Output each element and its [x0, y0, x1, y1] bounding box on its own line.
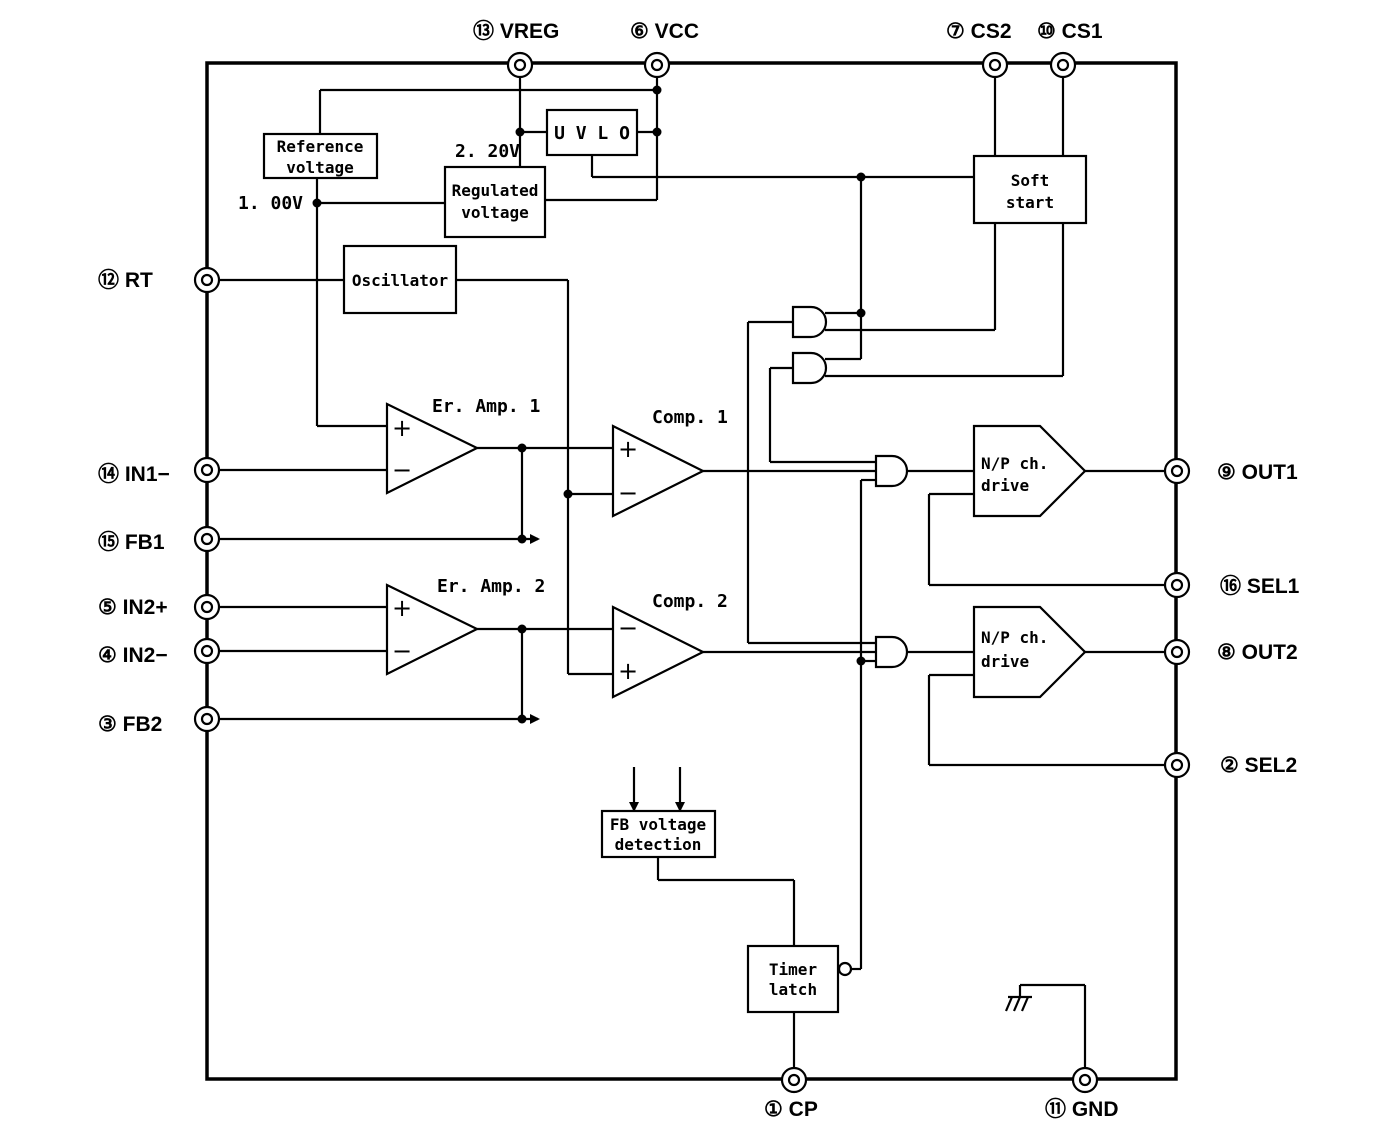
- driver-2-label-2: drive: [981, 652, 1029, 671]
- timer-latch-label-2: latch: [769, 980, 817, 999]
- pin-out2: [1163, 638, 1191, 666]
- pin-sel2: [1163, 751, 1191, 779]
- comp-2-symbol: [611, 605, 706, 699]
- regulated-voltage-label-1: Regulated: [452, 181, 539, 200]
- comp-1-minus: −: [618, 479, 638, 507]
- pin-terminals: [193, 51, 1191, 1094]
- pin-label-vreg: ⑬ VREG: [473, 19, 559, 43]
- and-gate-out2: [874, 635, 909, 669]
- driver-2-label-1: N/P ch.: [981, 628, 1048, 647]
- reference-voltage-block: [262, 132, 379, 180]
- pin-gnd: [1071, 1066, 1099, 1094]
- oscillator-block: [342, 244, 458, 315]
- pin-label-fb2: ③ FB2: [98, 713, 162, 736]
- comp-1-symbol: [611, 424, 706, 518]
- driver-2-symbol: [972, 605, 1087, 699]
- pin-label-in2-plus: ⑤ IN2+: [98, 596, 168, 619]
- driver-1-label-1: N/P ch.: [981, 454, 1048, 473]
- pin-in2-plus: [193, 593, 221, 621]
- regulated-voltage-label-2: voltage: [461, 203, 528, 222]
- comp-2-label: Comp. 2: [652, 591, 728, 612]
- comp-2-minus: −: [618, 614, 638, 642]
- pin-in1-minus: [193, 456, 221, 484]
- wires: [219, 78, 1164, 1067]
- fb-voltage-detection-block: [600, 809, 717, 859]
- pin-label-in1-minus: ⑭ IN1−: [98, 462, 170, 486]
- comp-2-plus: +: [618, 657, 638, 685]
- soft-start-label-2: start: [1006, 193, 1054, 212]
- and-gate-cs2: [791, 305, 828, 339]
- pin-label-in2-minus: ④ IN2−: [98, 644, 168, 667]
- pin-label-rt: ⑫ RT: [98, 268, 153, 292]
- timer-latch-block: [746, 944, 840, 1014]
- pin-label-fb1: ⑮ FB1: [98, 530, 165, 554]
- uvlo-block: [545, 108, 639, 157]
- reference-voltage-label-2: voltage: [286, 158, 353, 177]
- junction-dots: [312, 85, 866, 724]
- er-amp-2-plus: +: [392, 594, 412, 622]
- soft-start-label-1: Soft: [1011, 171, 1050, 190]
- er-amp-2-symbol: [385, 583, 480, 676]
- timer-latch-inverter-bubble: [837, 961, 853, 977]
- pin-label-out1: ⑨ OUT1: [1217, 461, 1298, 484]
- er-amp-2-minus: −: [392, 637, 412, 665]
- er-amp-1-minus: −: [392, 456, 412, 484]
- fb-detect-label-2: detection: [615, 835, 702, 854]
- driver-1-symbol: [972, 424, 1087, 518]
- voltage-label-2v20: 2. 20V: [455, 141, 520, 162]
- pin-in2-minus: [193, 637, 221, 665]
- comp-1-plus: +: [618, 435, 638, 463]
- oscillator-label: Oscillator: [352, 271, 448, 290]
- comp-1-label: Comp. 1: [652, 407, 728, 428]
- pin-label-vcc: ⑥ VCC: [630, 20, 699, 43]
- pin-fb2: [193, 705, 221, 733]
- pin-label-gnd: ⑪ GND: [1045, 1097, 1119, 1121]
- pin-rt: [193, 266, 221, 294]
- pin-label-out2: ⑧ OUT2: [1217, 641, 1298, 664]
- uvlo-label: U V L O: [554, 123, 630, 144]
- pin-label-cp: ① CP: [764, 1098, 818, 1121]
- pin-label-cs1: ⑩ CS1: [1037, 20, 1103, 43]
- ic-outline: [205, 61, 1178, 1081]
- and-gate-out1: [874, 454, 909, 488]
- voltage-label-1v00: 1. 00V: [238, 193, 303, 214]
- er-amp-1-label: Er. Amp. 1: [432, 396, 540, 417]
- fb-detect-label-1: FB voltage: [610, 815, 706, 834]
- and-gate-cs1: [791, 351, 828, 385]
- reference-voltage-label-1: Reference: [277, 137, 364, 156]
- pin-cs1: [1049, 51, 1077, 79]
- regulated-voltage-block: [443, 165, 547, 239]
- driver-1-label-2: drive: [981, 476, 1029, 495]
- timer-latch-label-1: Timer: [769, 960, 817, 979]
- er-amp-2-label: Er. Amp. 2: [437, 576, 545, 597]
- soft-start-block: [972, 154, 1088, 225]
- pin-vcc: [643, 51, 671, 79]
- pin-cp: [780, 1066, 808, 1094]
- pin-fb1: [193, 525, 221, 553]
- pin-out1: [1163, 457, 1191, 485]
- pin-label-cs2: ⑦ CS2: [946, 20, 1012, 43]
- er-amp-1-plus: +: [392, 414, 412, 442]
- pin-cs2: [981, 51, 1009, 79]
- er-amp-1-symbol: [385, 402, 480, 495]
- pin-label-sel2: ② SEL2: [1220, 754, 1297, 777]
- pin-sel1: [1163, 571, 1191, 599]
- pin-label-sel1: ⑯ SEL1: [1220, 574, 1300, 598]
- pin-vreg: [506, 51, 534, 79]
